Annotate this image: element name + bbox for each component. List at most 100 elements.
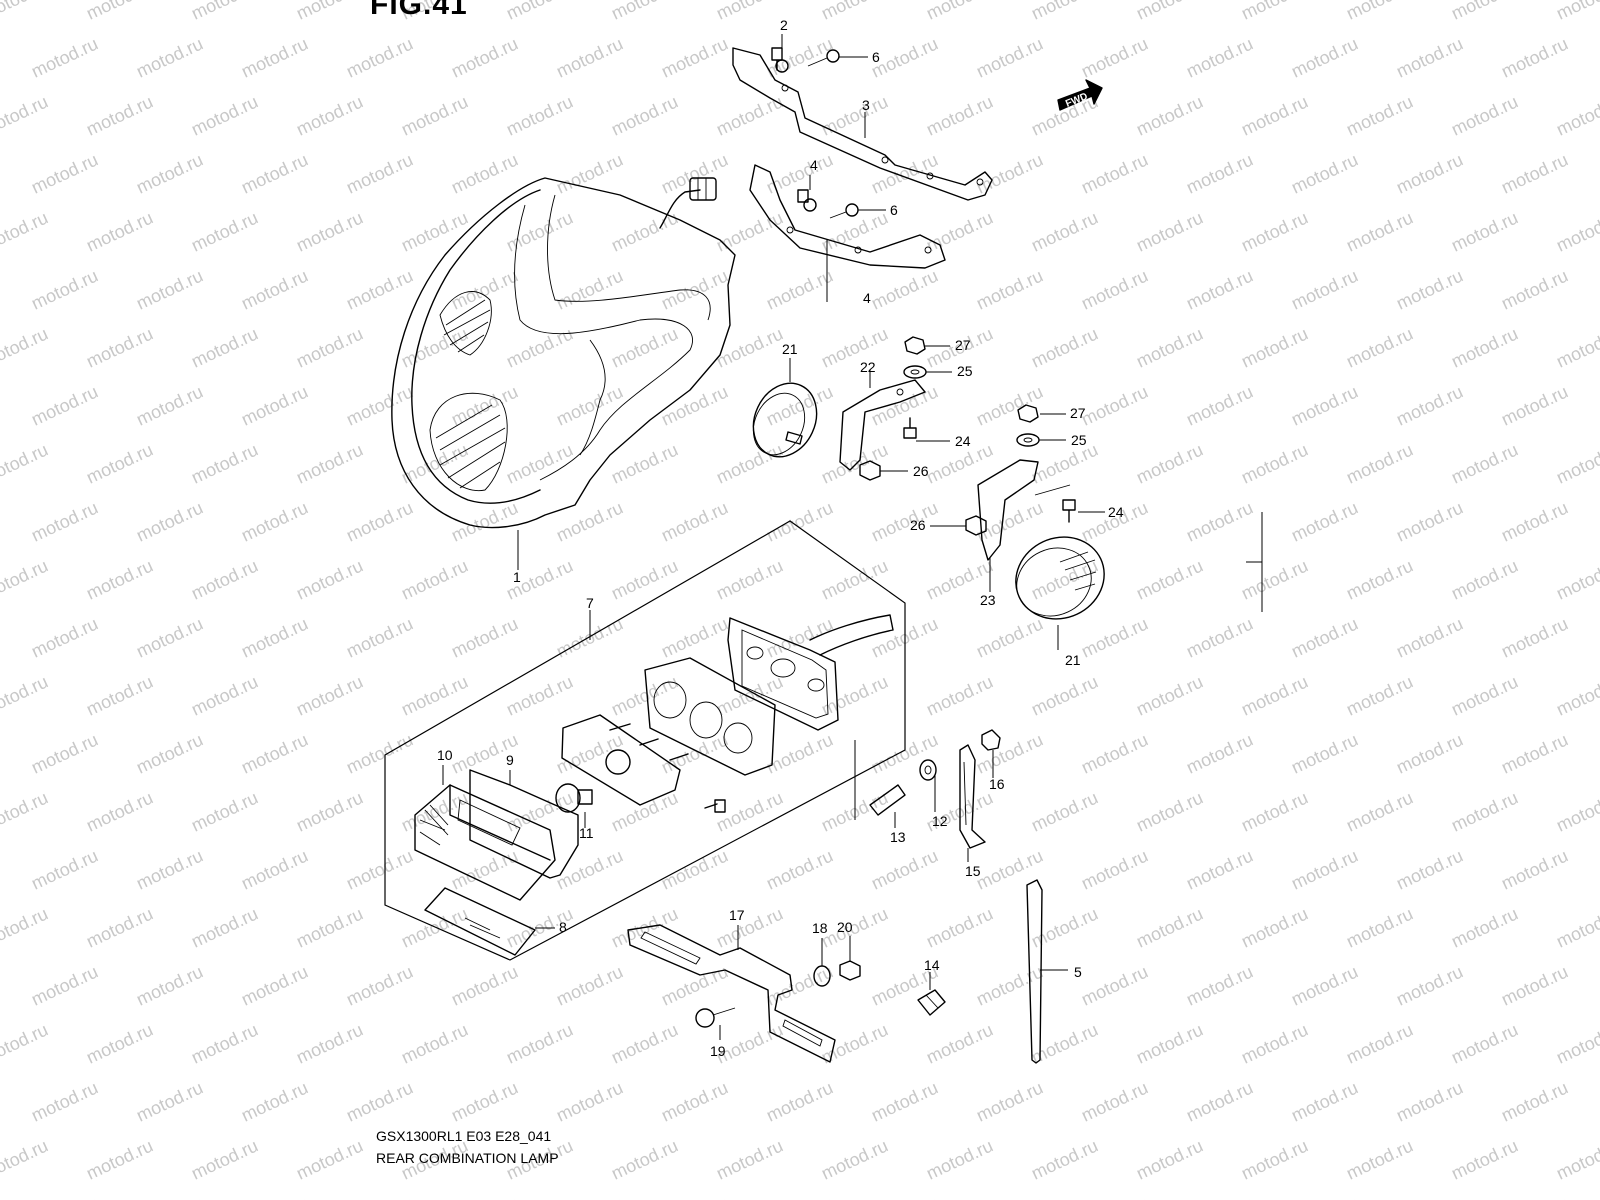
watermark-text: motod.ru [448,33,521,81]
callout-25: 25 [957,363,973,379]
watermark-text: motod.ru [1133,1019,1206,1067]
watermark-text: motod.ru [83,787,156,835]
watermark-text: motod.ru [1133,323,1206,371]
callout-23: 23 [980,592,996,608]
watermark-text: motod.ru [238,497,311,545]
watermark-text: motod.ru [188,787,261,835]
watermark-text: motod.ru [1553,1135,1600,1183]
watermark-text: motod.ru [83,1019,156,1067]
parts-17-20-license-bracket [627,924,861,1063]
watermark-text: motod.ru [1553,0,1600,24]
watermark-text: motod.ru [973,265,1046,313]
watermark-text: motod.ru [553,33,626,81]
part-14-clip [917,972,946,1016]
watermark-text: motod.ru [1238,1135,1311,1183]
watermark-text: motod.ru [293,439,366,487]
callout-4: 4 [863,290,871,306]
watermark-text: motod.ru [553,729,626,777]
callout-22: 22 [860,359,876,375]
watermark-text: motod.ru [1553,323,1600,371]
watermark-text: motod.ru [1238,903,1311,951]
watermark-text: motod.ru [1288,845,1361,893]
watermark-text: motod.ru [1448,207,1521,255]
watermark-text: motod.ru [188,1135,261,1183]
callout-18: 18 [812,920,828,936]
reflector-group-right [930,404,1263,650]
watermark-text: motod.ru [1498,381,1571,429]
watermark-text: motod.ru [608,1135,681,1183]
watermark-text: motod.ru [28,381,101,429]
callout-26: 26 [913,463,929,479]
watermark-text: motod.ru [1238,207,1311,255]
watermark-text: motod.ru [1288,497,1361,545]
watermark-text: motod.ru [343,381,416,429]
watermark-text: motod.ru [1553,787,1600,835]
watermark-text: motod.ru [1343,903,1416,951]
watermark-text: motod.ru [448,381,521,429]
watermark-text: motod.ru [763,845,836,893]
watermark-text: motod.ru [238,961,311,1009]
watermark-text: motod.ru [28,613,101,661]
watermark-text: motod.ru [1238,323,1311,371]
watermark-text: motod.ru [1553,439,1600,487]
callout-12: 12 [932,813,948,829]
watermark-text: motod.ru [1343,0,1416,24]
watermark-text: motod.ru [133,729,206,777]
watermark-text: motod.ru [608,787,681,835]
watermark-text: motod.ru [1393,1193,1466,1200]
watermark-text: motod.ru [188,207,261,255]
watermark-text: motod.ru [238,149,311,197]
watermark-text: motod.ru [343,265,416,313]
watermark-text: motod.ru [238,1193,311,1200]
watermark-text: motod.ru [923,1135,996,1183]
watermark-text: motod.ru [763,1193,836,1200]
watermark-text: motod.ru [1183,265,1256,313]
watermark-text: motod.ru [1343,671,1416,719]
watermark-text: motod.ru [868,149,941,197]
watermark-text: motod.ru [503,439,576,487]
watermark-text: motod.ru [293,671,366,719]
watermark-text: motod.ru [1078,1193,1151,1200]
watermark-text: motod.ru [1498,265,1571,313]
watermark-text: motod.ru [1393,845,1466,893]
watermark-text: motod.ru [1393,497,1466,545]
watermark-text: motod.ru [1238,439,1311,487]
watermark-text: motod.ru [1288,1193,1361,1200]
watermark-text: motod.ru [0,555,51,603]
watermark-text: motod.ru [398,91,471,139]
watermark-text: motod.ru [1078,961,1151,1009]
watermark-text: motod.ru [923,207,996,255]
watermark-text: motod.ru [713,439,786,487]
watermark-text: motod.ru [188,91,261,139]
watermark-text: motod.ru [1133,1135,1206,1183]
watermark-text: motod.ru [293,91,366,139]
watermark-text: motod.ru [658,613,731,661]
watermark-text: motod.ru [1133,0,1206,24]
callout-13: 13 [890,829,906,845]
watermark-text: motod.ru [1133,439,1206,487]
watermark-text: motod.ru [133,613,206,661]
watermark-text: motod.ru [1553,555,1600,603]
watermark-text: motod.ru [1183,961,1256,1009]
watermark-text: motod.ru [238,729,311,777]
watermark-text: motod.ru [818,1019,891,1067]
forward-direction-arrow: FWD [1057,79,1103,111]
watermark-text: motod.ru [923,1019,996,1067]
watermark-text: motod.ru [1078,613,1151,661]
watermark-text: motod.ru [1553,671,1600,719]
watermark-text: motod.ru [1448,1019,1521,1067]
watermark-text: motod.ru [1288,961,1361,1009]
watermark-text: motod.ru [293,1135,366,1183]
callout-24: 24 [1108,504,1124,520]
callout-21: 21 [782,341,798,357]
watermark-text: motod.ru [1448,787,1521,835]
watermark-text: motod.ru [293,903,366,951]
watermark-text: motod.ru [713,323,786,371]
watermark-text: motod.ru [1393,149,1466,197]
watermark-text: motod.ru [1343,439,1416,487]
watermark-text: motod.ru [923,91,996,139]
watermark-text: motod.ru [608,671,681,719]
watermark-text: motod.ru [0,1019,51,1067]
watermark-text: motod.ru [503,0,576,24]
callout-14: 14 [924,957,940,973]
